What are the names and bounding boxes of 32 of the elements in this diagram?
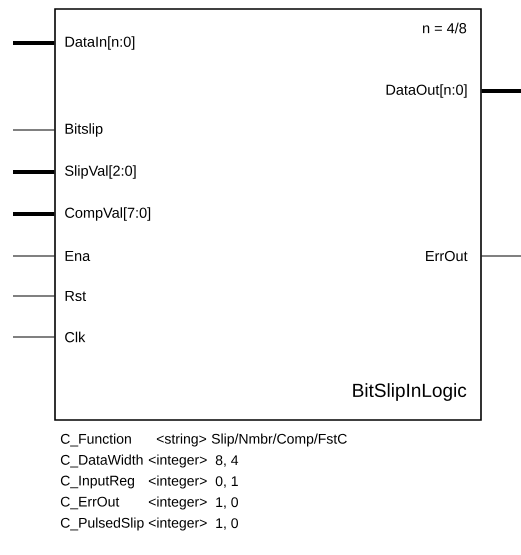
- pin-line: [482, 89, 521, 93]
- parameter-text: C_DataWidth: [60, 454, 143, 468]
- parameter-text: <integer>: [148, 496, 207, 510]
- parameter-text: <integer>: [148, 517, 207, 531]
- parameter-text: 1, 0: [216, 497, 238, 509]
- parameter-text: <integer>: [148, 454, 207, 468]
- pin-label: CompVal[7:0]: [65, 207, 150, 221]
- block-title: BitSlipInLogic: [353, 383, 466, 401]
- parameter-text: C_ErrOut: [60, 496, 120, 510]
- parameter-text: n = 4/8: [423, 22, 466, 34]
- parameter-text: C_Function: [60, 434, 131, 446]
- parameter-text: C_InputReg: [60, 476, 134, 488]
- pin-line: [13, 212, 54, 216]
- parameter-text: <string>: [156, 433, 206, 447]
- pin-label: DataOut[n:0]: [386, 84, 467, 98]
- parameter-text: 1, 0: [216, 518, 238, 530]
- parameter-text: 8, 4: [216, 455, 238, 467]
- pin-label: SlipVal[2:0]: [65, 165, 136, 179]
- pin-label: Ena: [66, 250, 90, 262]
- pin-label: ErrOut: [426, 250, 468, 262]
- parameter-text: <integer>: [148, 475, 207, 489]
- pin-label: Clk: [65, 332, 86, 342]
- pin-line: [12, 336, 55, 338]
- parameter-text: Slip/Nmbr/Comp/FstC: [212, 433, 347, 447]
- pin-label: DataIn[n:0]: [66, 36, 134, 50]
- block-box: [54, 8, 482, 421]
- parameter-text: 0, 1: [216, 476, 238, 488]
- parameter-text: C_PulsedSlip: [60, 517, 144, 531]
- pin-label: Bitslip: [66, 123, 102, 137]
- pin-line: [13, 170, 54, 174]
- pin-line: [13, 41, 54, 45]
- pin-label: Rst: [66, 290, 86, 302]
